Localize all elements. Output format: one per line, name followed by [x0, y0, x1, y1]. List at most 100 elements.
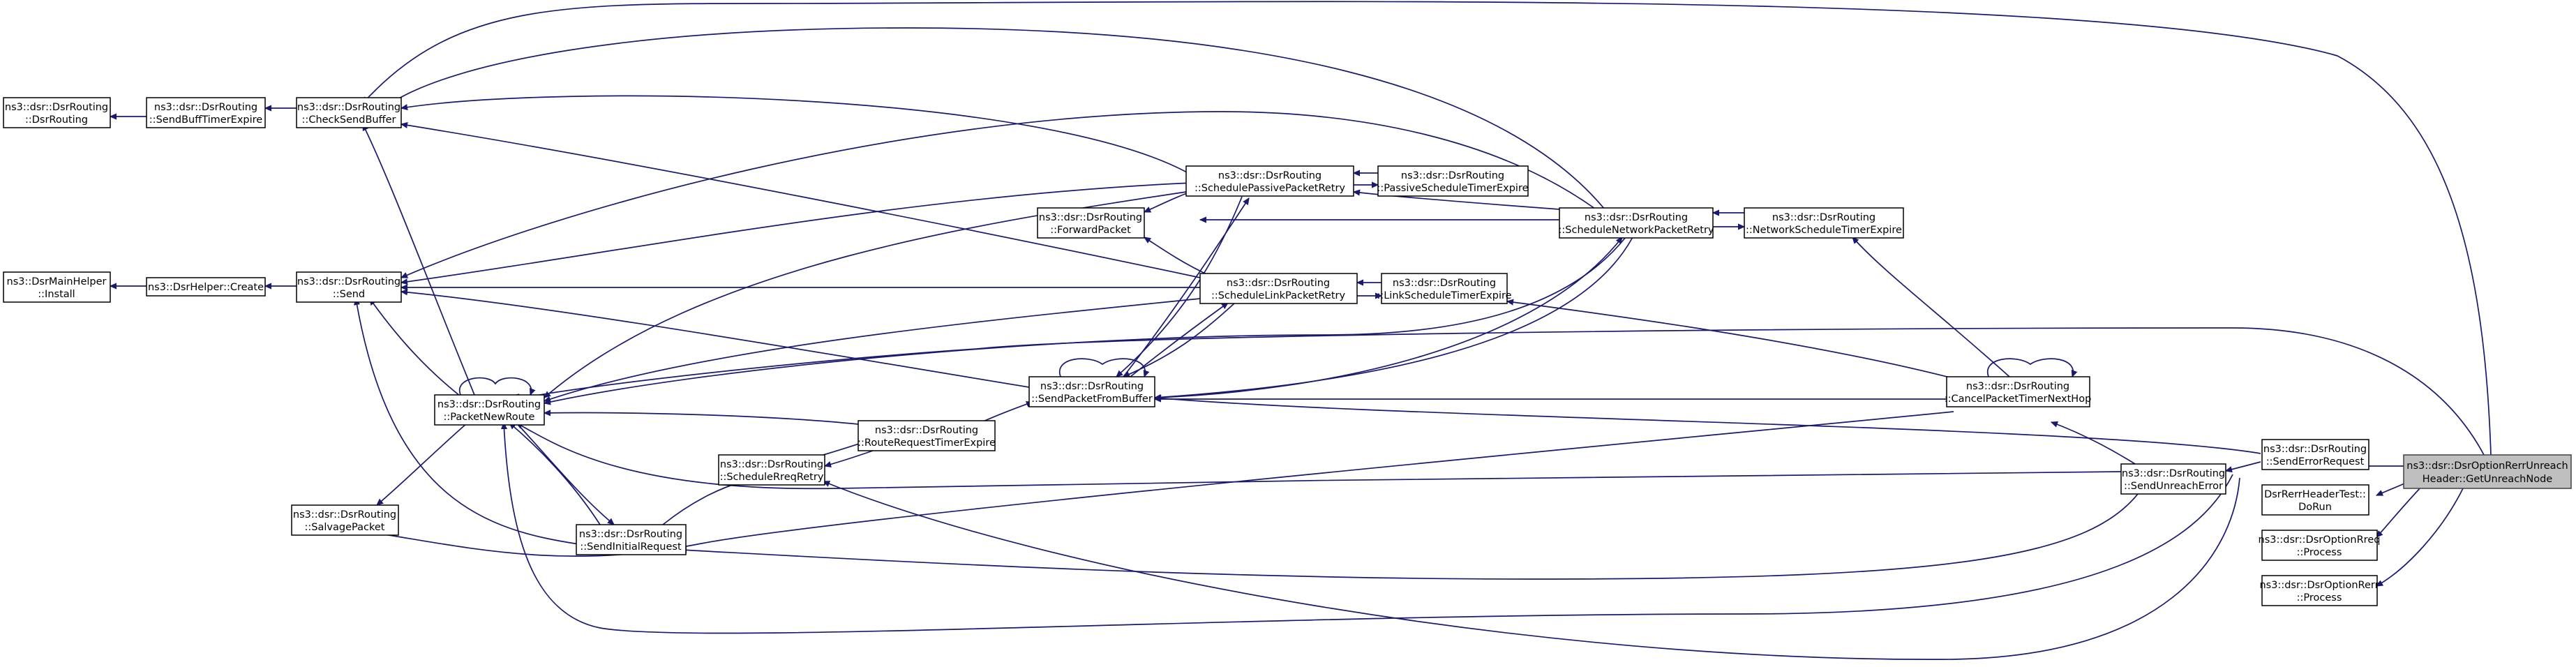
- edge-packetnewroute-to-sendinitialrequest: [516, 422, 614, 525]
- edge-getunreachnode-to-optionrreq-process: [2376, 486, 2422, 537]
- node-label-line1: ns3::dsr::DsrOptionRerr: [2259, 580, 2379, 591]
- node-passivescheduletimerexpire[interactable]: ns3::dsr::DsrRouting ::PassiveScheduleTi…: [1377, 165, 1529, 197]
- node-optionrreq-process[interactable]: ns3::dsr::DsrOptionRreq ::Process: [2259, 530, 2381, 561]
- node-label-line2: ::PacketNewRoute: [444, 412, 535, 423]
- node-label-line1: ns3::dsr::DsrOptionRerrUnreach: [2406, 460, 2568, 472]
- node-label-line2: ::ScheduleLinkPacketRetry: [1211, 290, 1346, 301]
- node-checksendbuffer[interactable]: ns3::dsr::DsrRouting ::CheckSendBuffer: [296, 97, 402, 128]
- node-label-line2: ::SendPacketFromBuffer: [1031, 394, 1153, 405]
- node-label-line1: ns3::dsr::DsrRouting: [437, 399, 541, 410]
- edge-senderrorrequest-to-schedulereqretry: [823, 477, 2240, 660]
- edge-cancelpackettimernexthop-self: [1986, 358, 2074, 377]
- edge-schedulenetworkpacketretry-to-sendpacketfrombuffer: [1155, 237, 1633, 398]
- node-label-line2: Header::GetUnreachNode: [2423, 474, 2552, 485]
- edge-packetnewroute-self: [458, 377, 532, 395]
- edge-getunreachnode-to-checksendbuffer: [363, 1, 2492, 456]
- node-label-line2: ::SchedulePassivePacketRetry: [1195, 183, 1345, 194]
- node-dsrrouting-ctor[interactable]: ns3::dsr::DsrRouting ::DsrRouting: [3, 97, 111, 128]
- edge-sendpacketfrombuffer-to-schedulelinkpacketretry: [1130, 303, 1228, 377]
- node-label-line2: ::LinkScheduleTimerExpire: [1377, 290, 1511, 301]
- node-label-line2: ::NetworkScheduleTimerExpire: [1746, 225, 1902, 236]
- edge-senderrorrequest-to-sendpacketfrombuffer: [1155, 398, 2261, 454]
- edge-schedulepassivepacketretry-to-send: [401, 182, 1194, 283]
- edge-sendinitialrequest-to-packetnewroute: [509, 423, 601, 525]
- node-label-line1: ns3::dsr::DsrRouting: [293, 509, 396, 520]
- node-routerequesttimerexpire[interactable]: ns3::dsr::DsrRouting ::RouteRequestTimer…: [858, 420, 996, 451]
- edge-getunreachnode-to-packetnewroute: [518, 327, 2485, 456]
- node-label-line2: ::SendBuffTimerExpire: [149, 114, 262, 126]
- node-label-line2: ::Process: [2297, 547, 2342, 558]
- node-label-line1: ns3::DsrMainHelper: [7, 276, 107, 287]
- edge-senderrorrequest-to-packetnewroute: [504, 423, 2233, 634]
- node-label-line1: ns3::dsr::DsrRouting: [1585, 212, 1688, 223]
- node-label-line2: ::ScheduleNetworkPacketRetry: [1559, 225, 1714, 236]
- node-packetnewroute[interactable]: ns3::dsr::DsrRouting ::PacketNewRoute: [434, 394, 545, 426]
- node-label-line1: DsrRerrHeaderTest::: [2264, 489, 2366, 500]
- edge-schedulelinkpacketretry-to-forwardpacket: [1144, 237, 1215, 278]
- node-helper-create[interactable]: ns3::DsrHelper::Create: [146, 277, 266, 297]
- node-label-line1: ns3::dsr::DsrRouting: [1218, 170, 1321, 181]
- node-schedulelinkpacketretry[interactable]: ns3::dsr::DsrRouting ::ScheduleLinkPacke…: [1199, 273, 1358, 304]
- node-schedulepassivepacketretry[interactable]: ns3::dsr::DsrRouting ::SchedulePassivePa…: [1185, 165, 1354, 197]
- node-label-line1: ns3::dsr::DsrRouting: [1227, 278, 1330, 289]
- node-cancelpackettimernexthop[interactable]: ns3::dsr::DsrRouting ::CancelPacketTimer…: [1945, 376, 2092, 407]
- node-label-line1: ns3::dsr::DsrRouting: [154, 102, 257, 113]
- node-label-line1: ns3::dsr::DsrRouting: [579, 529, 682, 540]
- node-label-line2: ::SendErrorRequest: [2266, 456, 2365, 467]
- edge-cancelpackettimernexthop-to-networkscheduletimerexpire: [1852, 237, 2010, 377]
- node-sendpacketfrombuffer[interactable]: ns3::dsr::DsrRouting ::SendPacketFromBuf…: [1028, 376, 1155, 407]
- edge-schedulenetworkpacketretry-to-send: [401, 111, 1598, 278]
- edge-schedulepassivepacketretry-to-packetnewroute: [544, 189, 1201, 398]
- node-label-line1: ns3::dsr::DsrRouting: [2263, 444, 2367, 455]
- node-label-line1: ns3::dsr::DsrRouting: [1401, 170, 1504, 181]
- node-label-line1: ns3::dsr::DsrRouting: [1040, 381, 1144, 392]
- node-sendunreacherror[interactable]: ns3::dsr::DsrRouting ::SendUnreachError: [2120, 463, 2226, 495]
- edge-packetnewroute-to-checksendbuffer: [362, 124, 475, 396]
- node-label-line1: ns3::dsr::DsrRouting: [5, 102, 108, 113]
- node-label-line1: ns3::dsr::DsrRouting: [297, 102, 400, 113]
- node-label-line2: ::ScheduleRreqRetry: [720, 472, 824, 483]
- edge-schedulenetworkpacketretry-to-packetnewroute: [544, 237, 1626, 403]
- node-label-line2: ::CheckSendBuffer: [302, 114, 396, 126]
- node-label-line2: ::DsrRouting: [25, 114, 88, 126]
- edge-schedulelinkpacketretry-to-checksendbuffer: [401, 124, 1201, 278]
- node-label-line1: ns3::dsr::DsrRouting: [1966, 381, 2069, 392]
- node-label-line1: ns3::dsr::DsrRouting: [2122, 468, 2225, 479]
- nodes: ns3::dsr::DsrRouting ::DsrRouting ns3::d…: [3, 97, 2572, 606]
- node-label-line2: ::Install: [38, 289, 75, 300]
- node-dsrrerrheadertest-dorun[interactable]: DsrRerrHeaderTest:: DoRun: [2261, 484, 2369, 516]
- node-senderrorrequest[interactable]: ns3::dsr::DsrRouting ::SendErrorRequest: [2261, 439, 2369, 470]
- node-sendbufftimerexpire[interactable]: ns3::dsr::DsrRouting ::SendBuffTimerExpi…: [146, 97, 266, 128]
- node-salvagepacket[interactable]: ns3::dsr::DsrRouting ::SalvagePacket: [291, 504, 399, 536]
- node-label-line1: ns3::dsr::DsrRouting: [1772, 212, 1875, 223]
- node-sendinitialrequest[interactable]: ns3::dsr::DsrRouting ::SendInitialReques…: [576, 524, 687, 555]
- node-mainhelper-install[interactable]: ns3::DsrMainHelper ::Install: [3, 271, 111, 303]
- node-schedulenetworkpacketretry[interactable]: ns3::dsr::DsrRouting ::ScheduleNetworkPa…: [1559, 207, 1714, 239]
- node-networkscheduletimerexpire[interactable]: ns3::dsr::DsrRouting ::NetworkScheduleTi…: [1744, 207, 1904, 239]
- node-label-line1: ns3::dsr::DsrRouting: [720, 459, 823, 470]
- edge-sendpacketfrombuffer-self: [1058, 358, 1146, 377]
- edge-sendinitialrequest-to-schedulereqretry: [662, 481, 743, 525]
- node-schedulereqretry[interactable]: ns3::dsr::DsrRouting ::ScheduleRreqRetry: [718, 454, 825, 486]
- edge-routerequesttimerexpire-to-packetnewroute: [544, 413, 859, 425]
- edge-packetnewroute-to-send: [370, 299, 461, 397]
- node-label-line1: ns3::dsr::DsrOptionRreq: [2259, 534, 2381, 546]
- edge-sendunreacherror-to-sendinitialrequest: [680, 488, 2143, 580]
- edge-sendpacketfrombuffer-to-schedulenetworkpacketretry: [1154, 237, 1622, 398]
- edge-senderrorrequest-to-sendunreacherror: [2226, 461, 2261, 471]
- node-send[interactable]: ns3::dsr::DsrRouting ::Send: [296, 271, 402, 303]
- node-getunreachnode[interactable]: ns3::dsr::DsrOptionRerrUnreach Header::G…: [2403, 454, 2572, 489]
- edge-packetnewroute-to-salvagepacket: [377, 422, 468, 505]
- node-forwardpacket[interactable]: ns3::dsr::DsrRouting ::ForwardPacket: [1037, 207, 1145, 239]
- edge-sendinitialrequest-to-send: [356, 299, 580, 545]
- node-label-line2: DoRun: [2298, 502, 2332, 513]
- edge-cancelpackettimernexthop-to-salvagepacket: [366, 411, 1954, 557]
- node-label-line2: ::CancelPacketTimerNextHop: [1945, 394, 2092, 405]
- node-label-line2: ::SendInitialRequest: [580, 541, 682, 553]
- node-optionrerr-process[interactable]: ns3::dsr::DsrOptionRerr ::Process: [2259, 575, 2379, 606]
- node-label-line2: ::PassiveScheduleTimerExpire: [1377, 183, 1528, 194]
- node-linkscheduletimerexpire[interactable]: ns3::dsr::DsrRouting ::LinkScheduleTimer…: [1377, 273, 1512, 304]
- edge-cancelpackettimernexthop-to-linkscheduletimerexpire: [1507, 301, 1961, 381]
- node-label-line2: ::RouteRequestTimerExpire: [858, 437, 996, 449]
